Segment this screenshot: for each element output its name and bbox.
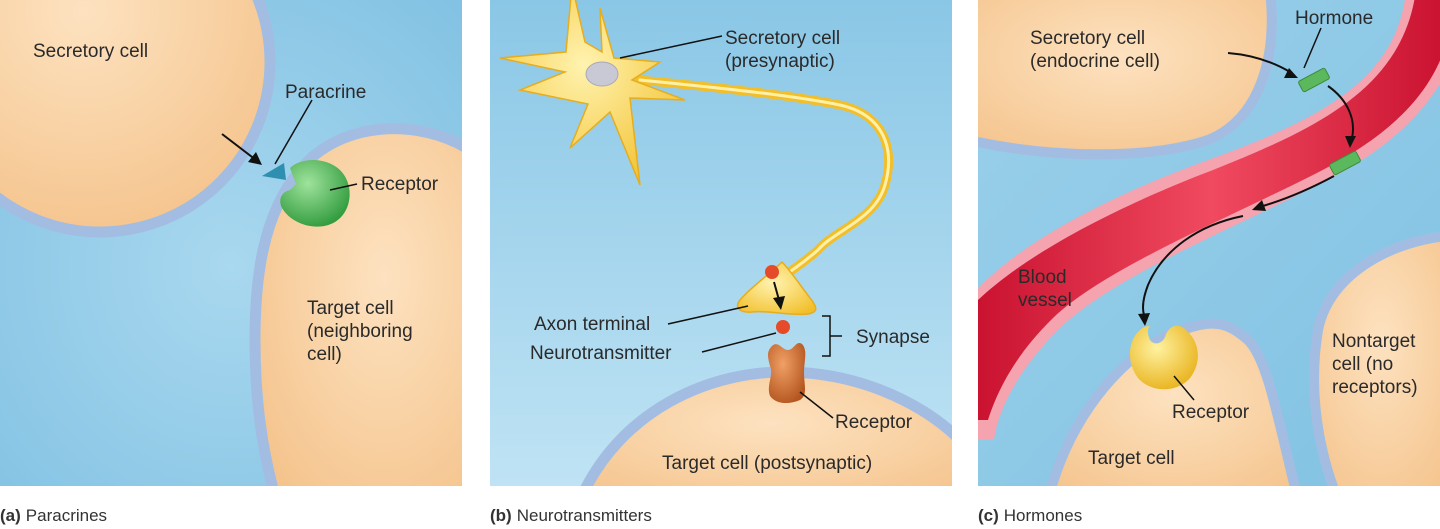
arrow-icon: [1138, 313, 1150, 326]
receptor-shape: [280, 160, 350, 227]
label-synapse: Synapse: [856, 327, 930, 348]
label-receptor: Receptor: [1172, 402, 1250, 423]
label-hormone: Hormone: [1295, 8, 1373, 29]
label-receptor: Receptor: [835, 412, 913, 433]
label-blood-vessel-2: vessel: [1018, 290, 1072, 311]
label-target-cell-1: Target cell: [307, 298, 394, 319]
endocrine-secretory-cell: [978, 0, 1277, 160]
caption-b: (b)Neurotransmitters: [490, 506, 652, 526]
label-target-cell-2: (neighboring: [307, 321, 413, 342]
label-nontarget-1: Nontarget: [1332, 331, 1416, 352]
vesicle: [765, 265, 779, 279]
caption-letter: (b): [490, 506, 512, 525]
label-secretory-cell: Secretory cell: [33, 41, 148, 62]
label-axon-terminal: Axon terminal: [534, 314, 650, 335]
secretory-cell: [0, 0, 276, 238]
label-secretory-cell-2: (presynaptic): [725, 51, 835, 72]
caption-text: Hormones: [1003, 506, 1083, 525]
receptor-shape: [1129, 325, 1198, 390]
hormone-molecule: [1298, 67, 1330, 93]
paracrine-diagram: Secretory cell Paracrine Receptor Target…: [0, 0, 462, 486]
label-neurotransmitter: Neurotransmitter: [530, 343, 672, 364]
panel-hormones: Secretory cell (endocrine cell) Hormone …: [978, 0, 1440, 486]
arrow-icon: [1252, 200, 1266, 211]
caption-letter: (c): [978, 506, 999, 525]
label-receptor: Receptor: [361, 174, 439, 195]
label-target-cell-3: cell): [307, 344, 342, 365]
label-paracrine: Paracrine: [285, 82, 366, 103]
neurotransmitter-diagram: Secretory cell (presynaptic) Axon termin…: [490, 0, 952, 486]
arrow-down-icon: [773, 296, 785, 310]
label-target-cell: Target cell: [1088, 448, 1175, 469]
arrow-icon: [1345, 136, 1356, 148]
label-secretory-cell-2: (endocrine cell): [1030, 51, 1160, 72]
caption-text: Neurotransmitters: [516, 506, 652, 525]
nucleus: [585, 61, 619, 87]
neurotransmitter-molecule: [776, 320, 790, 334]
hormone-molecule: [1329, 150, 1361, 176]
label-nontarget-2: cell (no: [1332, 354, 1393, 375]
nontarget-cell: [1309, 231, 1440, 486]
label-blood-vessel-1: Blood: [1018, 267, 1067, 288]
label-target-cell: Target cell (postsynaptic): [662, 453, 872, 474]
label-nontarget-3: receptors): [1332, 377, 1418, 398]
arrow-icon: [1284, 68, 1298, 78]
hormone-diagram: Secretory cell (endocrine cell) Hormone …: [978, 0, 1440, 486]
paracrine-molecule: [262, 163, 286, 180]
presynaptic-neuron-body: [499, 0, 686, 186]
panel-paracrines: Secretory cell Paracrine Receptor Target…: [0, 0, 462, 486]
caption-letter: (a): [0, 506, 21, 525]
caption-a: (a)Paracrines: [0, 506, 107, 526]
arrow-icon: [248, 152, 262, 165]
target-cell: [1046, 318, 1300, 486]
label-secretory-cell-1: Secretory cell: [1030, 28, 1145, 49]
panel-neurotransmitters: Secretory cell (presynaptic) Axon termin…: [490, 0, 952, 486]
receptor-shape: [768, 343, 806, 404]
caption-c: (c)Hormones: [978, 506, 1082, 526]
label-secretory-cell-1: Secretory cell: [725, 28, 840, 49]
caption-text: Paracrines: [25, 506, 108, 525]
